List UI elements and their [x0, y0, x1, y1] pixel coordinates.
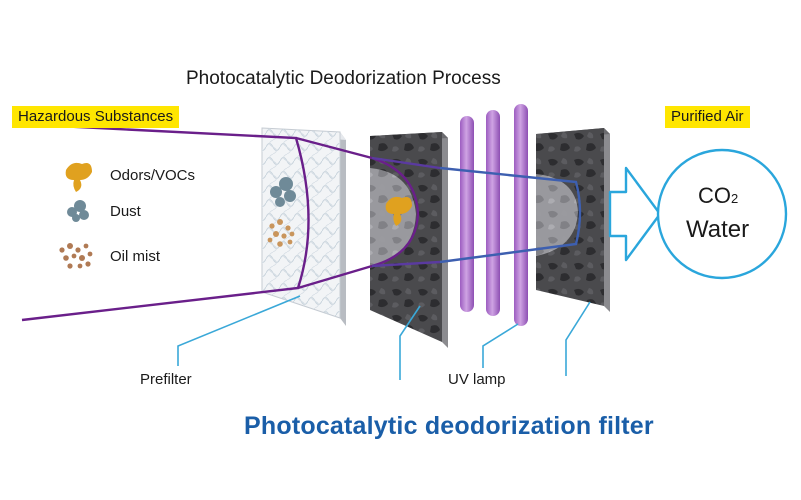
captured-oil-mist-icon: [267, 219, 295, 247]
input-label: Hazardous Substances: [12, 106, 180, 128]
callout-lines: [177, 295, 591, 380]
diagram-title: Photocatalytic Deodorization Process: [186, 68, 501, 89]
prefilter-label: Prefilter: [140, 371, 192, 388]
odor-blob-icon: [65, 162, 92, 192]
uv-lamp-tube: [460, 116, 474, 312]
output-water: Water: [686, 216, 750, 243]
output-co2: CO2: [698, 183, 738, 209]
oil-mist-dots-icon: [59, 243, 93, 269]
airflow-lines: [17, 122, 582, 322]
legend-item-oil-mist: Oil mist: [110, 248, 160, 265]
captured-dust-icon: [270, 177, 296, 207]
output-label: Purified Air: [665, 106, 750, 128]
output-co2-subscript: 2: [731, 191, 739, 206]
uv-lamp-tube: [486, 110, 500, 316]
prefilter-panel: [261, 127, 346, 326]
output-arrow-icon: [608, 166, 662, 262]
output-co2-main: CO: [698, 183, 731, 208]
uv-lamps: [460, 104, 528, 326]
output-circle: [656, 148, 788, 280]
photocatalytic-filter-front: [370, 132, 448, 348]
uv-lamp-tube: [514, 104, 528, 326]
photocatalytic-filter-rear: [536, 128, 610, 312]
captured-odor-icon: [385, 196, 412, 226]
legend-item-odors: Odors/VOCs: [110, 167, 196, 184]
uv-lamp-label: UV lamp: [448, 371, 506, 388]
photocatalytic-filter-label: Photocatalytic deodorization filter: [244, 412, 654, 440]
dust-cluster-icon: [67, 200, 89, 222]
legend-item-dust: Dust: [110, 203, 141, 220]
